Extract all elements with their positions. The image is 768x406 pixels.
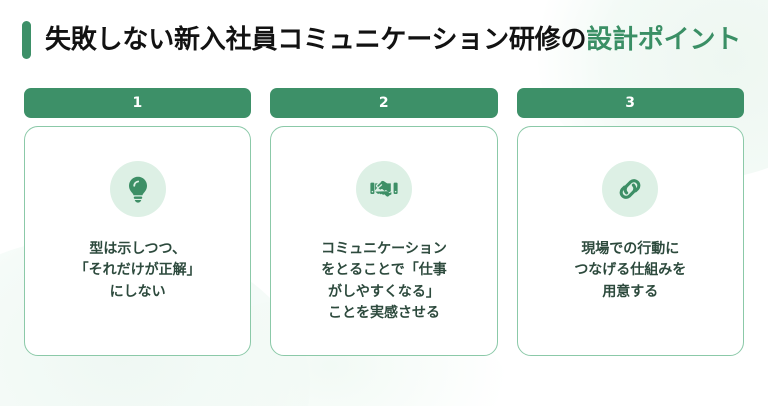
point-text-3: 現場での行動に つなげる仕組みを 用意する [574,241,687,300]
page-title-highlight: 設計ポイント [586,24,742,55]
icon-circle-1 [109,161,166,217]
point-columns: 1 型は示しつつ、 「それだけが正解」 にしない 2 [24,88,744,356]
handshake-icon [368,173,400,205]
point-card-3: 現場での行動に つなげる仕組みを 用意する [516,126,744,356]
step-badge-2: 2 [270,88,498,118]
point-text-2: コミュニケーション をとることで「仕事 がしやすくなる」 ことを実感させる [321,241,447,321]
step-badge-1: 1 [24,88,252,118]
link-chain-icon [614,173,646,205]
page-header: 失敗しない新入社員コミュニケーション研修の設計ポイント [22,18,748,62]
page-title: 失敗しない新入社員コミュニケーション研修の設計ポイント [45,24,742,55]
icon-circle-2 [355,161,412,217]
lightbulb-icon [123,174,153,204]
point-card-1: 型は示しつつ、 「それだけが正解」 にしない [24,126,252,356]
point-text-1: 型は示しつつ、 「それだけが正解」 にしない [74,241,201,300]
point-column-2: 2 コミュニケーション をと [270,88,498,356]
point-card-2: コミュニケーション をとることで「仕事 がしやすくなる」 ことを実感させる [270,126,498,356]
icon-circle-3 [602,161,659,217]
step-badge-3: 3 [516,88,744,118]
page-title-plain: 失敗しない新入社員コミュニケーション研修の [45,24,587,55]
title-accent-bar [22,21,31,59]
point-column-3: 3 現場での行動に つなげる仕組みを 用意する [516,88,744,356]
point-column-1: 1 型は示しつつ、 「それだけが正解」 にしない [24,88,252,356]
